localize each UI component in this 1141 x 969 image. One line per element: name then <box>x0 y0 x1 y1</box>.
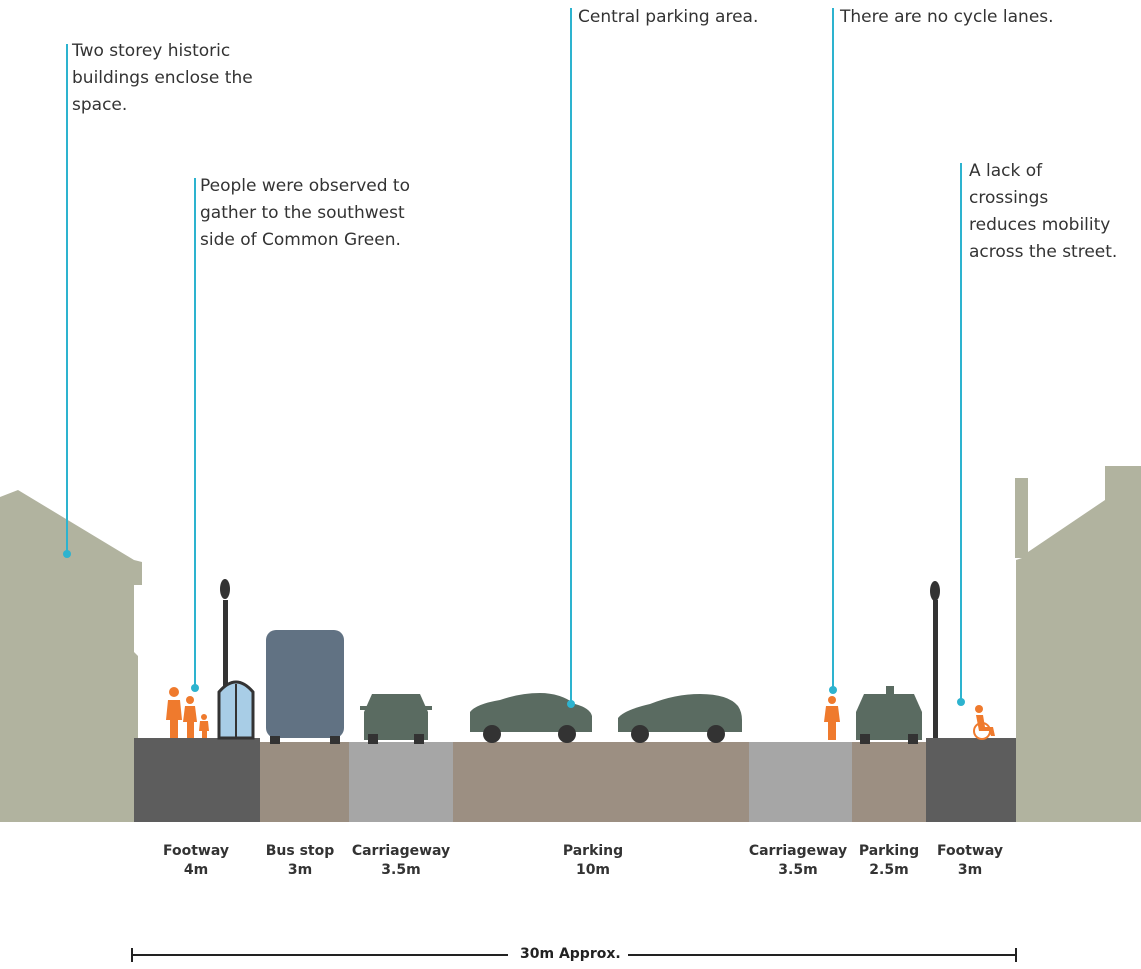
callout-central-parking: Central parking area. <box>578 7 759 27</box>
segment-label-footway-right: Footway 3m <box>936 843 1003 878</box>
segment-label-parking-central: Parking 10m <box>562 843 624 878</box>
callout-line-central-parking <box>567 8 575 708</box>
callout-line-lack-crossings <box>957 163 965 706</box>
car-icon <box>618 694 742 743</box>
segment-label-carriageway-left: Carriageway 3.5m <box>351 843 451 878</box>
pedestrian-icon <box>199 714 209 738</box>
segment-footway-right <box>926 738 1016 822</box>
segment-footway-left <box>134 738 260 822</box>
right-building-chimney <box>1015 478 1028 558</box>
car-icon <box>856 686 922 744</box>
car-icon <box>470 693 592 743</box>
segment-label-footway-left: Footway 4m <box>162 843 229 878</box>
segment-carriageway-right <box>749 742 852 822</box>
street-lamp-icon <box>220 579 230 738</box>
callout-lack-crossings: A lack of crossings reduces mobility acr… <box>969 161 1118 262</box>
callout-line-people-gather <box>191 178 199 692</box>
bus-shelter-icon <box>217 680 255 740</box>
segment-label-bus-stop: Bus stop 3m <box>265 843 335 878</box>
pedestrian-icon <box>824 696 840 740</box>
callout-no-cycle-lanes: There are no cycle lanes. <box>840 7 1054 27</box>
callout-line-no-cycle-lanes <box>829 8 837 694</box>
segment-parking-central <box>453 742 749 822</box>
segment-label-parking-right: Parking 2.5m <box>858 843 920 878</box>
pedestrian-icon <box>166 687 182 738</box>
wheelchair-user-icon <box>973 705 995 740</box>
segment-label-carriageway-right: Carriageway 3.5m <box>748 843 848 878</box>
callout-line-historic-buildings <box>63 44 71 558</box>
segment-bus-stop <box>260 742 349 822</box>
street-lamp-icon <box>930 581 940 738</box>
callout-historic-buildings: Two storey historic buildings enclose th… <box>72 41 253 115</box>
left-building <box>0 490 142 822</box>
right-building <box>1016 466 1141 822</box>
callout-people-gather: People were observed to gather to the so… <box>200 176 411 250</box>
car-icon <box>360 694 432 744</box>
scale-label: 30m Approx. <box>520 946 621 962</box>
scale-bar <box>131 948 1017 962</box>
bus-icon <box>266 630 344 744</box>
segment-parking-right <box>852 742 926 822</box>
segment-carriageway-left <box>349 742 453 822</box>
pedestrian-icon <box>183 696 197 738</box>
